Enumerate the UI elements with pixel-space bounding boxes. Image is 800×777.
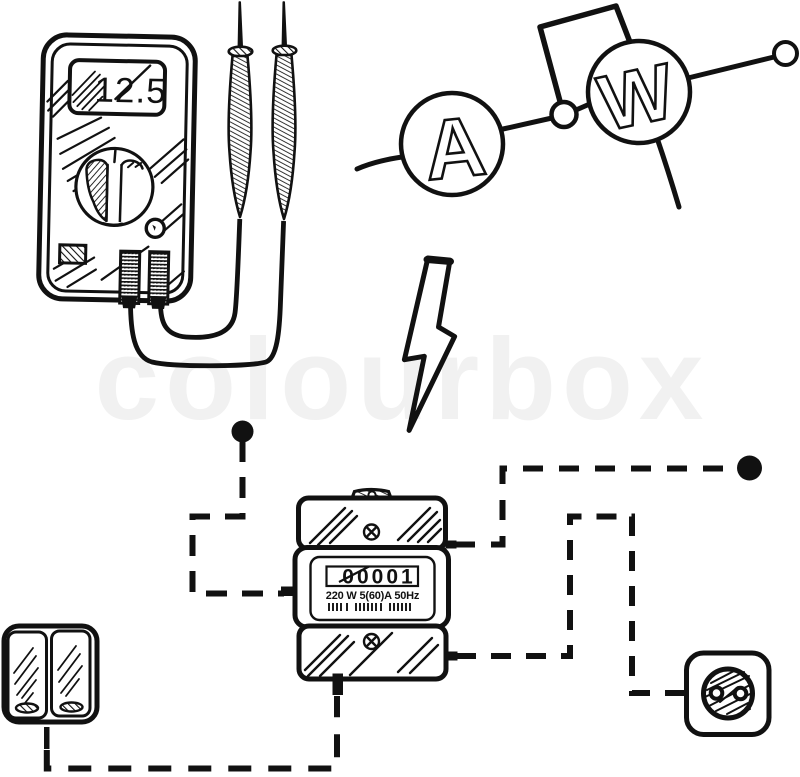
svg-text:W: W <box>591 46 682 147</box>
svg-text:A: A <box>420 98 490 198</box>
svg-text:220 W 5(60)A 50Hz: 220 W 5(60)A 50Hz <box>326 590 420 602</box>
svg-text:00001: 00001 <box>342 566 415 589</box>
svg-text:12.5: 12.5 <box>94 71 167 112</box>
svg-text:colourbox: colourbox <box>95 314 710 444</box>
